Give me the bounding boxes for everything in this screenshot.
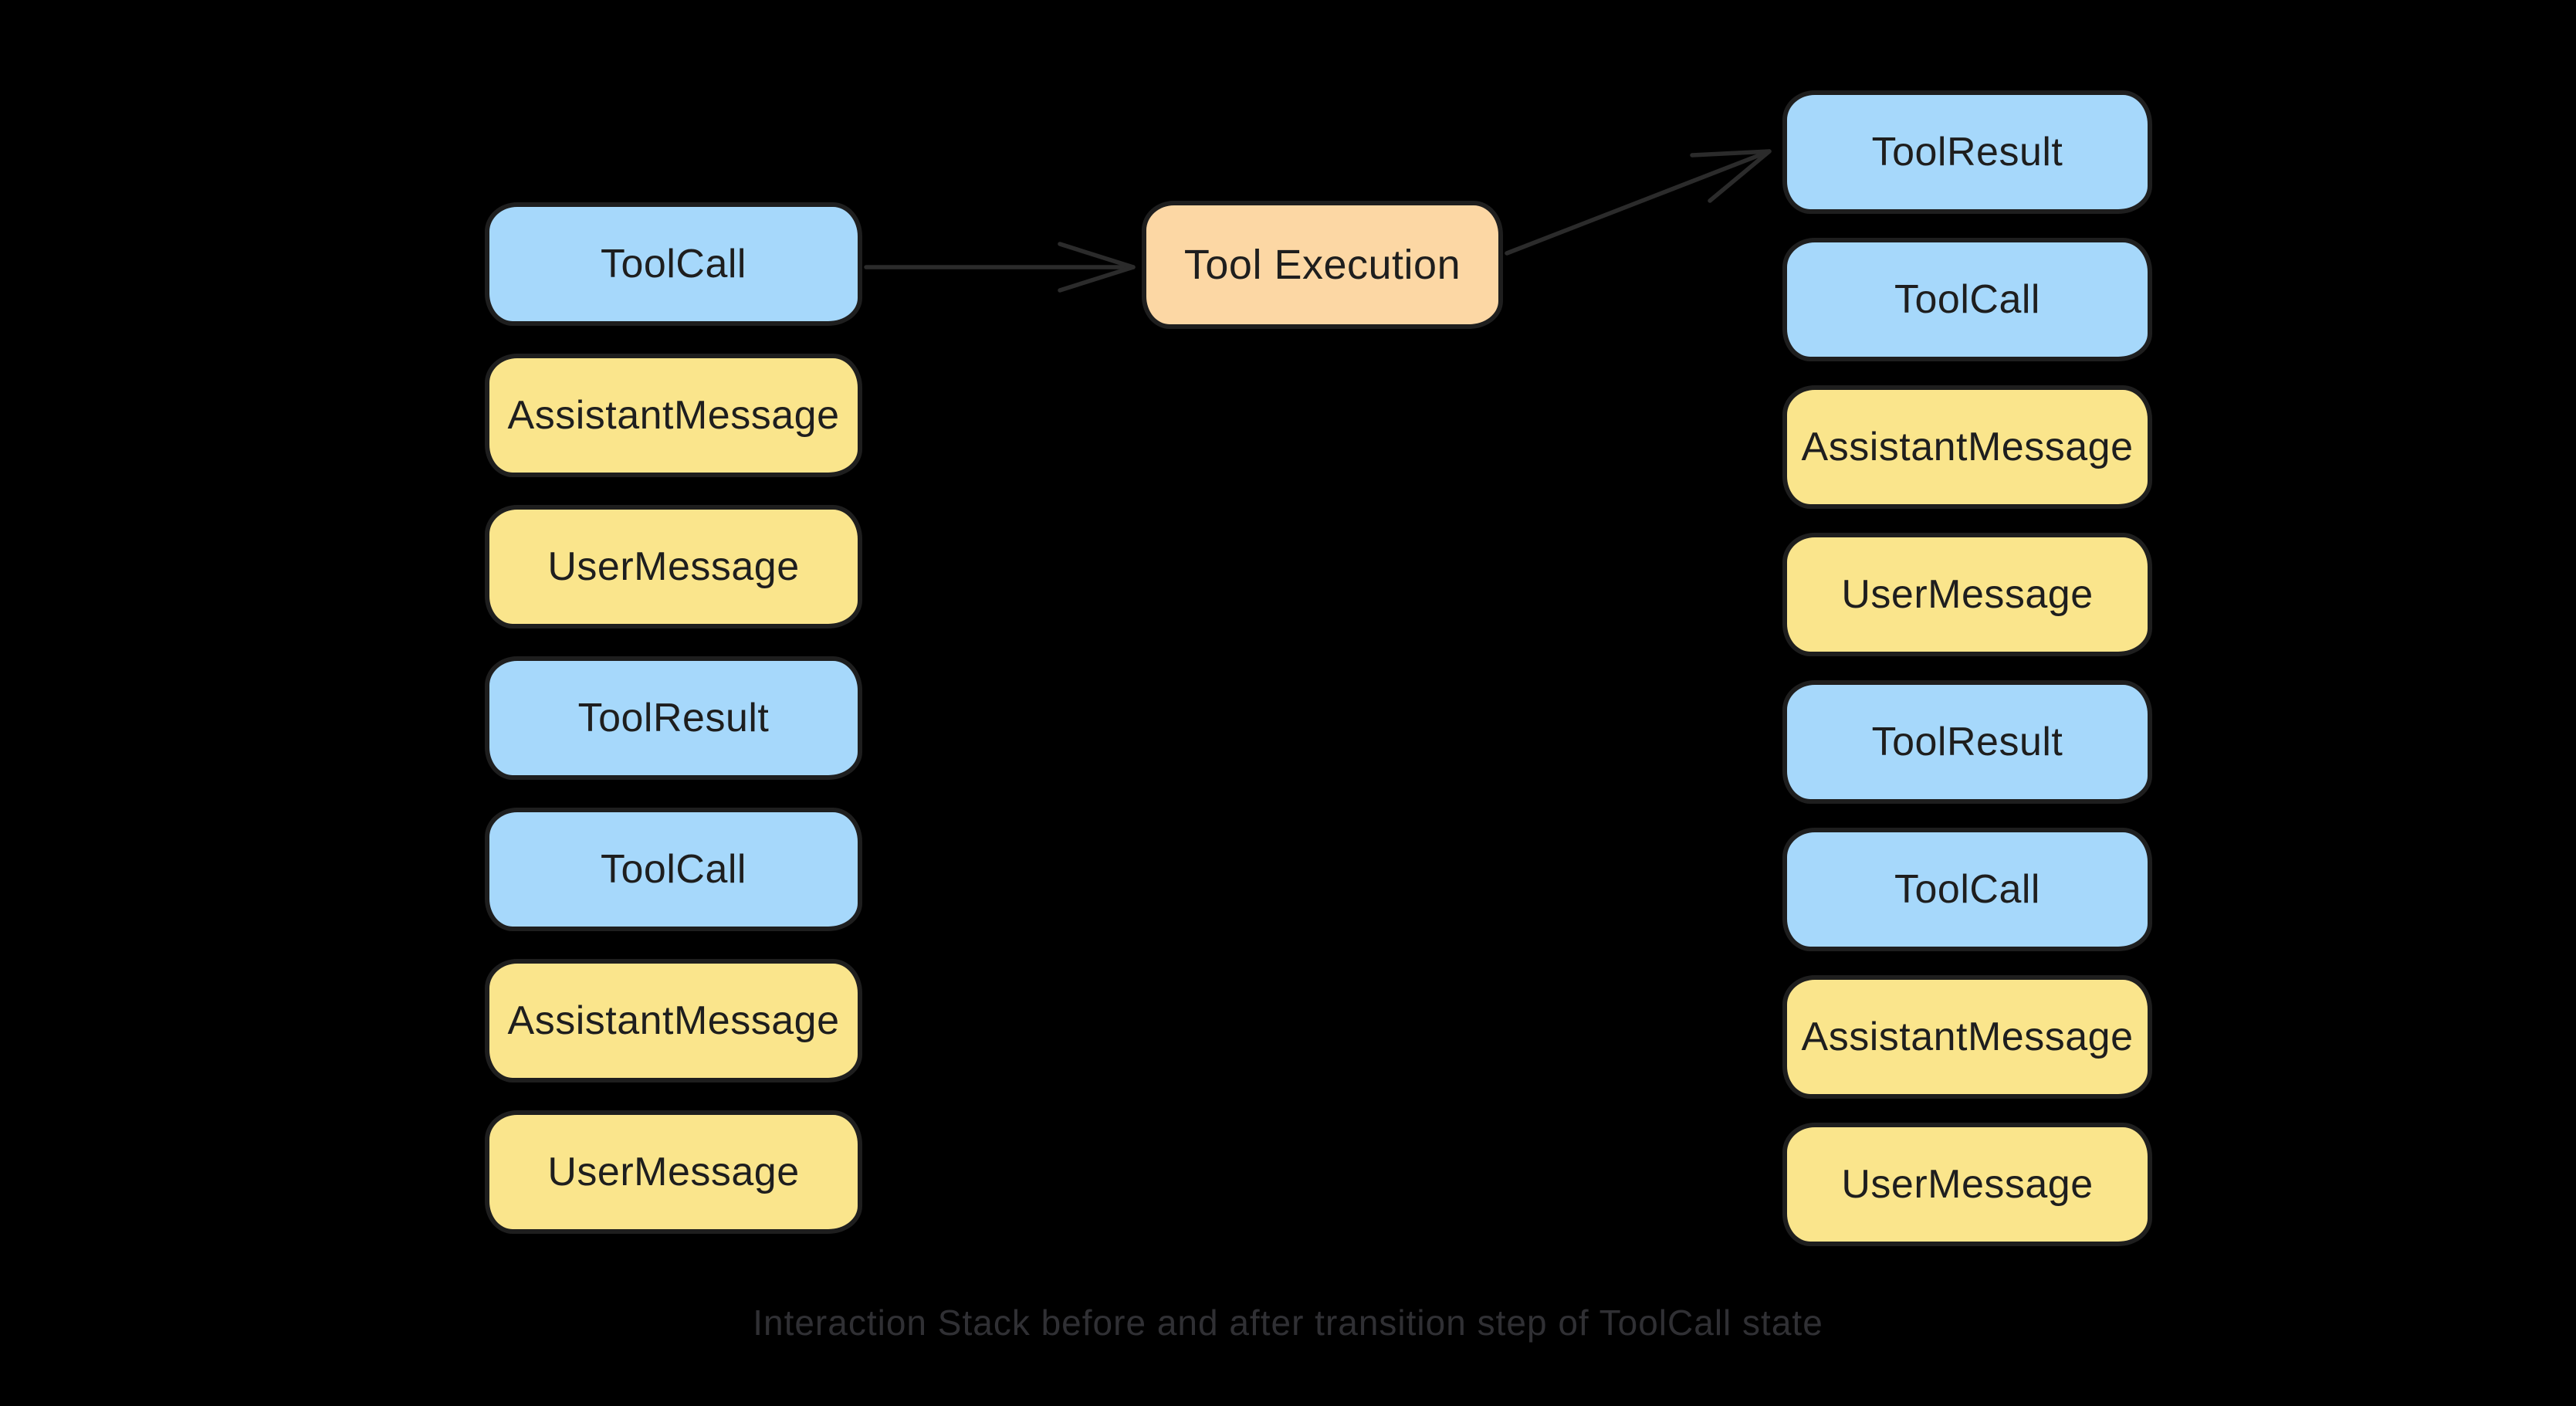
stack-box-assistantmessage: AssistantMessage <box>1782 975 2152 1099</box>
stack-box-usermessage: UserMessage <box>485 1110 862 1234</box>
stack-box-usermessage: UserMessage <box>1782 1123 2152 1246</box>
stack-box-label: AssistantMessage <box>507 393 840 438</box>
stack-box-usermessage: UserMessage <box>1782 533 2152 656</box>
stack-box-assistantmessage: AssistantMessage <box>485 959 862 1082</box>
arrow-execution-to-toolresult <box>1505 149 1772 256</box>
stack-box-toolresult: ToolResult <box>485 656 862 780</box>
stack-box-label: ToolCall <box>601 242 746 286</box>
stack-box-label: AssistantMessage <box>507 998 840 1043</box>
stack-box-label: AssistantMessage <box>1801 1015 2134 1059</box>
stack-box-label: ToolCall <box>601 847 746 892</box>
stack-box-toolcall: ToolCall <box>1782 828 2152 951</box>
stack-box-assistantmessage: AssistantMessage <box>485 354 862 477</box>
stack-box-label: UserMessage <box>547 544 800 589</box>
stack-box-toolcall: ToolCall <box>485 202 862 326</box>
stack-box-label: ToolResult <box>577 696 770 740</box>
stack-box-label: ToolResult <box>1871 130 2063 174</box>
stack-box-label: ToolCall <box>1894 277 2040 322</box>
stack-box-label: ToolCall <box>1894 867 2040 912</box>
diagram-caption: Interaction Stack before and after trans… <box>753 1303 1823 1343</box>
stack-box-assistantmessage: AssistantMessage <box>1782 385 2152 509</box>
tool-execution-node: Tool Execution <box>1142 201 1503 329</box>
stack-box-toolcall: ToolCall <box>1782 238 2152 361</box>
stack-box-label: UserMessage <box>547 1150 800 1194</box>
stack-box-label: ToolResult <box>1871 720 2063 764</box>
stack-box-label: UserMessage <box>1841 572 2094 617</box>
stack-box-toolresult: ToolResult <box>1782 680 2152 804</box>
stack-box-usermessage: UserMessage <box>485 505 862 628</box>
arrow-toolcall-to-execution <box>864 242 1136 293</box>
stack-box-label: UserMessage <box>1841 1162 2094 1207</box>
stack-box-toolresult: ToolResult <box>1782 90 2152 214</box>
tool-execution-label: Tool Execution <box>1183 242 1461 288</box>
stack-box-label: AssistantMessage <box>1801 425 2134 469</box>
stack-box-toolcall: ToolCall <box>485 808 862 931</box>
